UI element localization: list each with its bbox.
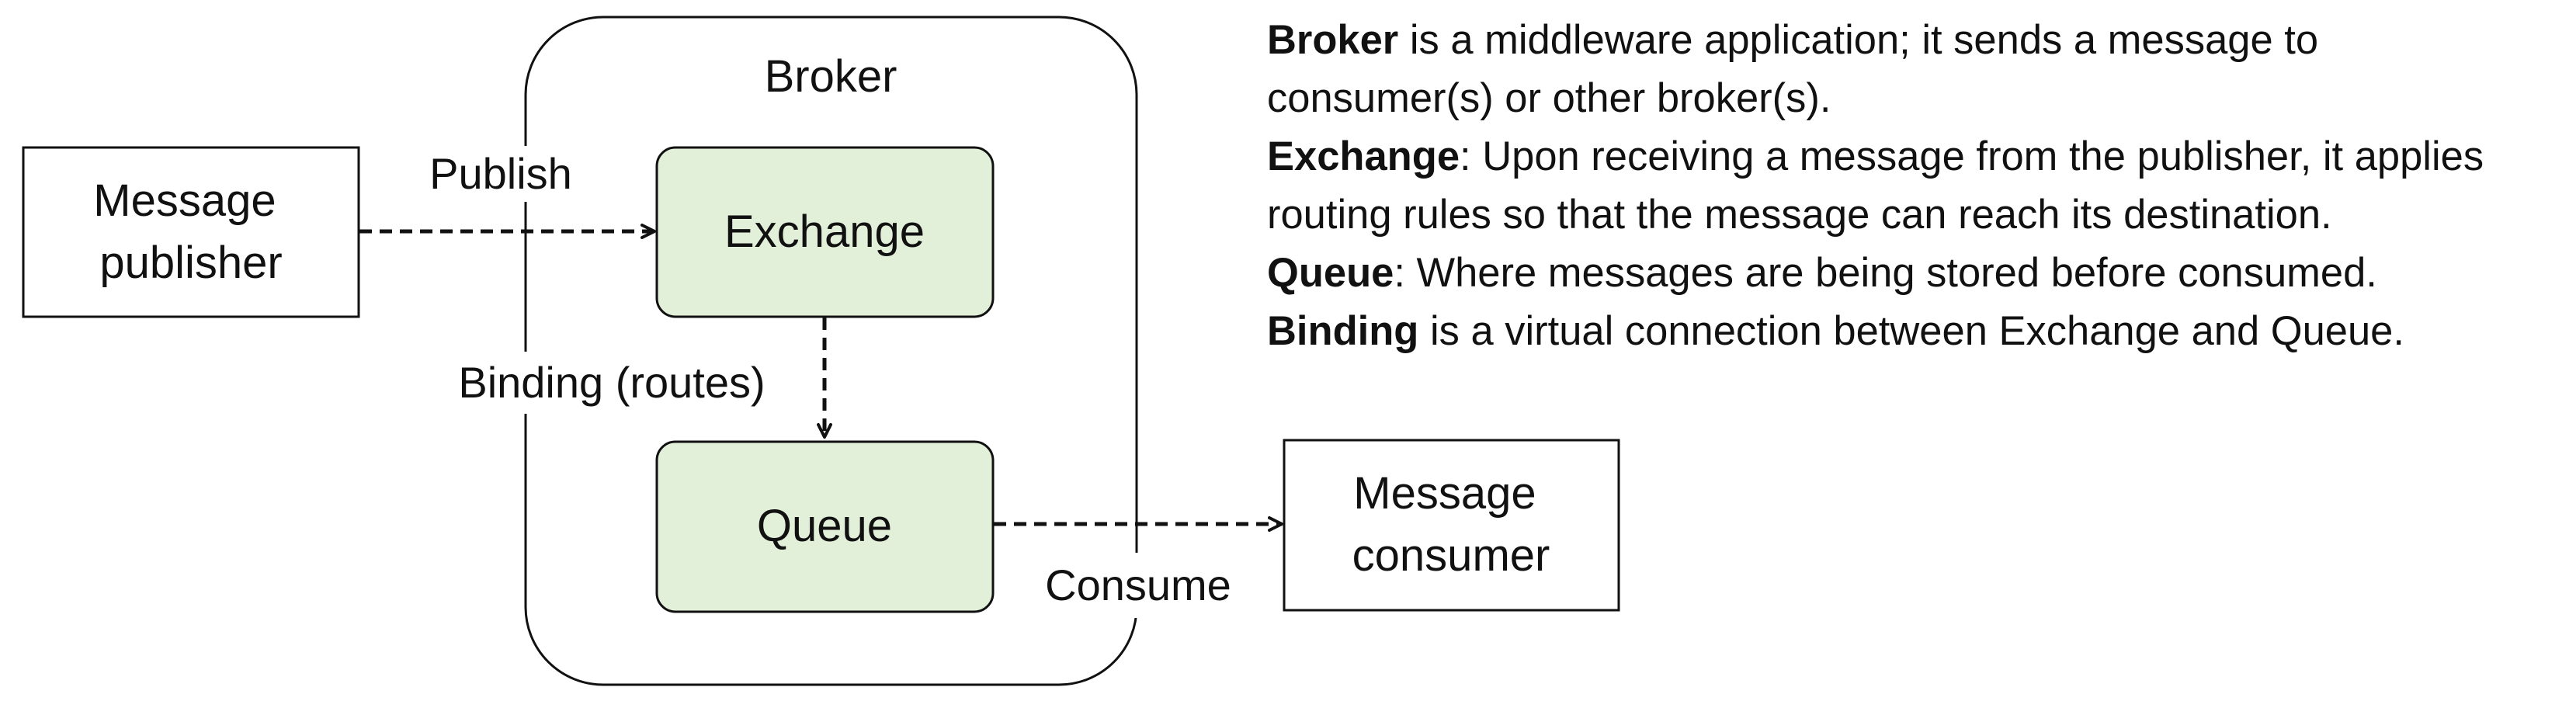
definition-binding: Binding is a virtual connection between …	[1267, 302, 2568, 360]
message-consumer-label: Message consumer	[1352, 468, 1550, 581]
message-publisher-box	[22, 146, 360, 318]
definition-text: : Upon receiving a message from the publ…	[1460, 134, 2484, 179]
message-consumer-box	[1283, 439, 1620, 612]
message-consumer-line2: consumer	[1352, 530, 1550, 581]
definition-text: : Where messages are being stored before…	[1394, 250, 2377, 296]
definition-text: consumer(s) or other broker(s).	[1267, 75, 1831, 121]
definition-exchange-continued: routing rules so that the message can re…	[1267, 186, 2568, 244]
definition-term: Queue	[1267, 250, 1394, 296]
definition-broker: Broker is a middleware application; it s…	[1267, 11, 2568, 69]
queue-label: Queue	[757, 501, 892, 551]
binding-label-bg	[439, 352, 788, 414]
publish-label-bg	[419, 146, 582, 202]
exchange-label: Exchange	[724, 206, 925, 257]
broker-label: Broker	[765, 51, 897, 102]
definition-term: Binding	[1267, 308, 1419, 354]
exchange-box	[655, 146, 995, 318]
definition-text: is a virtual connection between Exchange…	[1418, 308, 2404, 354]
definition-text: routing rules so that the message can re…	[1267, 192, 2332, 238]
consume-label-bg	[1033, 553, 1246, 618]
message-publisher-label: Message publisher	[93, 175, 288, 288]
publish-label: Publish	[429, 149, 572, 198]
binding-label: Binding (routes)	[458, 358, 765, 407]
message-publisher-line2: publisher	[99, 238, 282, 288]
message-consumer-line1: Message	[1353, 468, 1536, 519]
queue-box	[655, 440, 995, 613]
definition-term: Exchange	[1267, 134, 1460, 179]
definition-queue: Queue: Where messages are being stored b…	[1267, 244, 2568, 302]
consume-label: Consume	[1045, 560, 1231, 609]
definition-exchange: Exchange: Upon receiving a message from …	[1267, 127, 2568, 186]
message-publisher-line1: Message	[93, 175, 276, 226]
definition-broker-continued: consumer(s) or other broker(s).	[1267, 69, 2568, 127]
definitions-block: Broker is a middleware application; it s…	[1267, 11, 2568, 360]
definition-text: is a middleware application; it sends a …	[1398, 17, 2319, 63]
definition-term: Broker	[1267, 17, 1399, 63]
